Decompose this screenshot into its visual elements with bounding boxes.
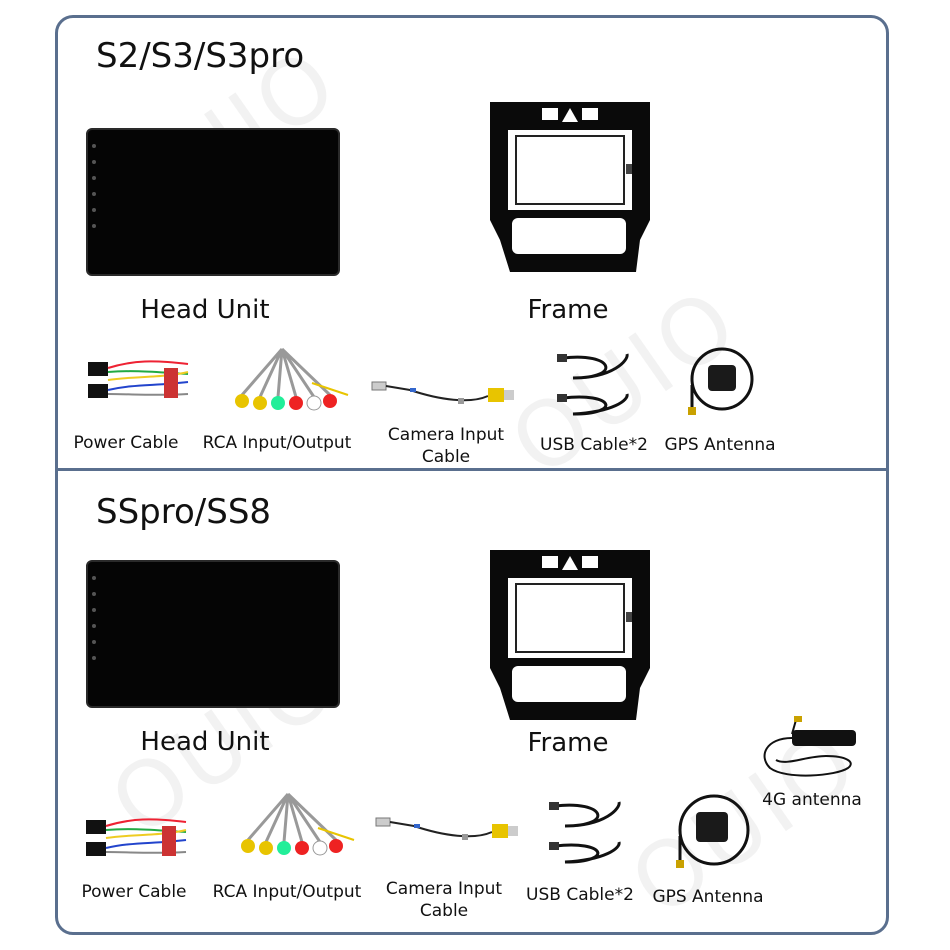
frame-label: Frame [527, 295, 609, 325]
rca-cable-icon [241, 792, 355, 856]
head-unit-label: Head Unit [140, 727, 270, 757]
accessory-label: Camera Input Cable [385, 879, 503, 921]
head-unit-label: Head Unit [140, 295, 270, 325]
usb-cable-icon [557, 353, 629, 416]
accessory-label: USB Cable*2 [526, 885, 634, 905]
accessory-label: GPS Antenna [652, 887, 764, 907]
accessory-label: Power Cable [81, 882, 187, 902]
accessory-label: USB Cable*2 [540, 435, 648, 455]
power-cable-icon [86, 818, 187, 856]
frame-image [490, 102, 650, 272]
frame-image [490, 550, 650, 720]
accessory-label: Camera Input Cable [387, 425, 505, 467]
accessory-label: 4G antenna [762, 790, 862, 810]
4g-antenna-icon [763, 716, 856, 777]
section-title: SSpro/SS8 [96, 492, 272, 532]
camera-cable-icon [371, 381, 514, 404]
frame-label: Frame [527, 728, 609, 758]
accessory-label: GPS Antenna [664, 435, 776, 455]
section-divider [55, 468, 889, 471]
gps-antenna-icon [676, 794, 750, 868]
head-unit-image [86, 560, 340, 708]
section-title: S2/S3/S3pro [96, 36, 305, 76]
accessory-label: RCA Input/Output [212, 882, 362, 902]
rca-cable-icon [235, 347, 349, 411]
accessory-label: Power Cable [73, 433, 179, 453]
usb-cable-icon [549, 801, 621, 864]
gps-antenna-icon [688, 347, 754, 415]
head-unit-image [86, 128, 340, 276]
camera-cable-icon [375, 817, 518, 840]
accessory-label: RCA Input/Output [202, 433, 352, 453]
power-cable-icon [88, 360, 189, 398]
